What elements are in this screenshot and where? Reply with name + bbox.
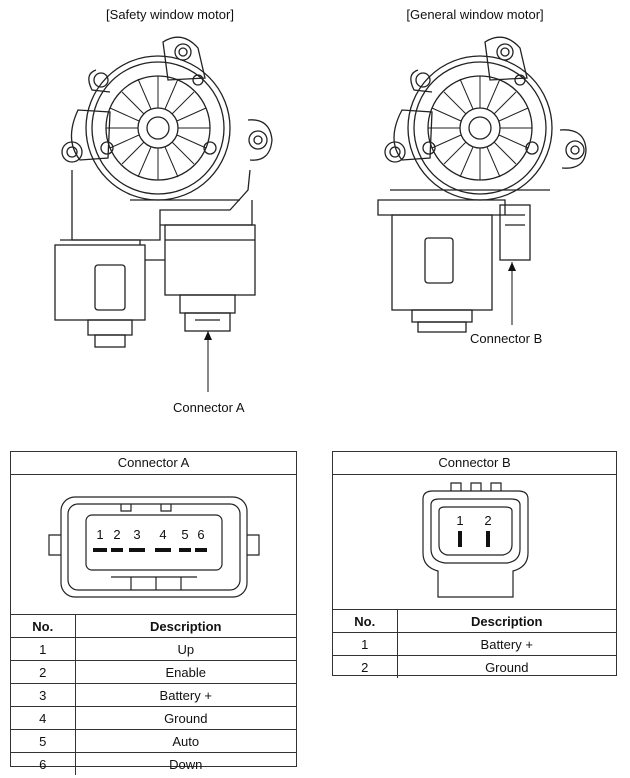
safety-motor-caption: [Safety window motor] xyxy=(106,7,234,22)
motor-can-general xyxy=(391,214,493,311)
pin-5-bar xyxy=(179,548,191,552)
connector-b-face: 1 2 xyxy=(333,475,616,610)
pin-2-bar xyxy=(111,548,123,552)
connector-b-callout: Connector B xyxy=(470,331,543,346)
header-description: Description xyxy=(149,618,222,634)
pin-b2-bar xyxy=(486,531,490,547)
pin-no: 4 xyxy=(11,706,76,730)
pin-description: Ground xyxy=(397,655,616,678)
header-description: Description xyxy=(470,613,543,629)
connector-b-face-drawing xyxy=(422,482,529,598)
connector-a-title: Connector A xyxy=(11,452,296,475)
pin-label-3: 3 xyxy=(133,527,141,542)
connector-a-panel: Connector A 1 2 xyxy=(10,451,297,775)
connector-a-face: 1 2 3 4 5 6 xyxy=(11,475,296,615)
pin-no: 3 xyxy=(11,683,76,707)
pin-description: Up xyxy=(75,637,296,661)
connector-b-housing xyxy=(499,204,531,261)
pin-no: 5 xyxy=(11,729,76,753)
table-header: No. Description xyxy=(333,610,616,633)
pin-6-bar xyxy=(195,548,207,552)
connector-a-callout: Connector A xyxy=(173,400,245,415)
pin-label-1: 1 xyxy=(96,527,104,542)
pin-label-b2: 2 xyxy=(484,513,492,528)
connector-b-title: Connector B xyxy=(333,452,616,475)
pin-description: Auto xyxy=(75,729,296,753)
pin-description: Battery + xyxy=(397,632,616,656)
pin-label-5: 5 xyxy=(181,527,189,542)
header-no: No. xyxy=(11,615,76,638)
pin-4-bar xyxy=(155,548,171,552)
header-no: No. xyxy=(333,610,398,633)
pin-no: 2 xyxy=(11,660,76,684)
table-header: No. Description xyxy=(11,615,296,638)
pin-label-6: 6 xyxy=(197,527,205,542)
pin-label-b1: 1 xyxy=(456,513,464,528)
pin-no: 6 xyxy=(11,752,76,775)
pin-label-4: 4 xyxy=(159,527,167,542)
pin-3-bar xyxy=(129,548,145,552)
pin-b1-bar xyxy=(458,531,462,547)
general-window-motor-drawing xyxy=(377,36,587,333)
pin-description: Enable xyxy=(75,660,296,684)
pin-no: 1 xyxy=(11,637,76,661)
pin-1-bar xyxy=(93,548,107,552)
pin-label-2: 2 xyxy=(113,527,121,542)
pin-description: Ground xyxy=(75,706,296,730)
pin-description: Battery + xyxy=(75,683,296,707)
pin-no: 1 xyxy=(333,632,398,656)
safety-window-motor-drawing xyxy=(54,36,273,392)
pin-no: 2 xyxy=(333,655,398,678)
pin-description: Down xyxy=(75,752,296,775)
general-motor-caption: [General window motor] xyxy=(406,7,544,22)
connector-a-face-drawing xyxy=(48,496,260,598)
